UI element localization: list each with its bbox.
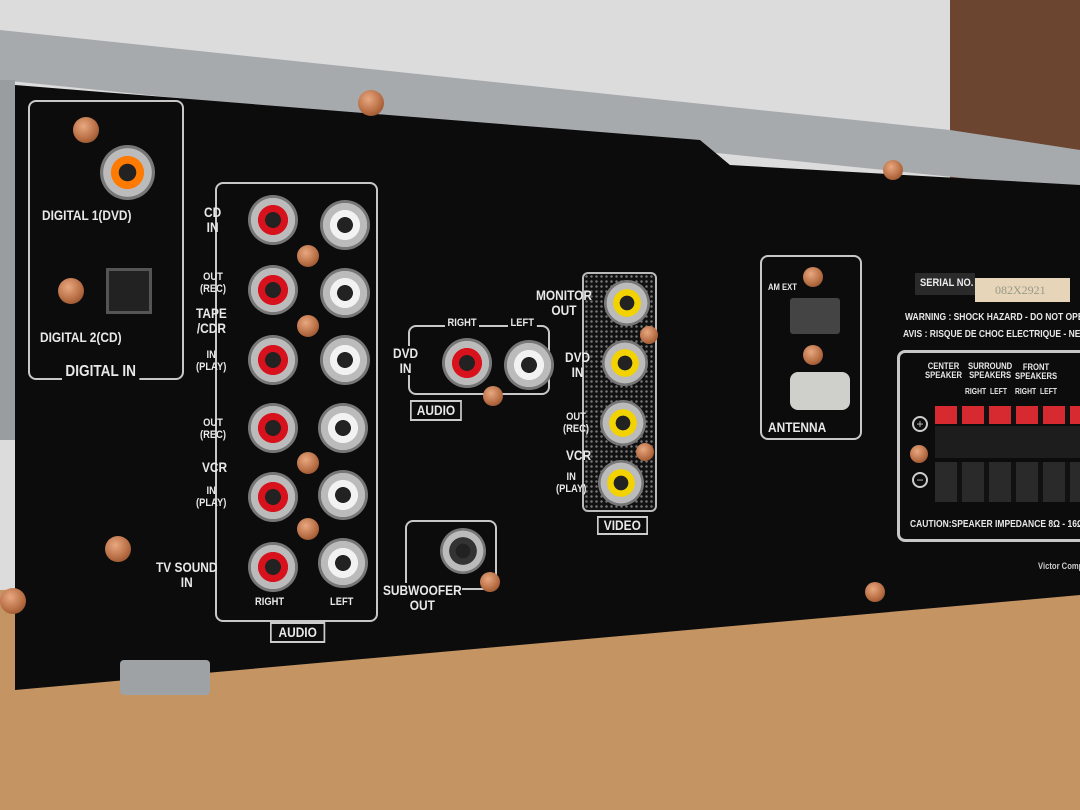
tv-left-jack[interactable] bbox=[318, 538, 368, 588]
coax-digital-jack[interactable] bbox=[100, 145, 155, 200]
video-out-label: OUT (REC) bbox=[563, 411, 589, 435]
left-label: LEFT bbox=[330, 596, 354, 608]
impedance-caution: CAUTION:SPEAKER IMPEDANCE 8Ω - 16Ω bbox=[910, 519, 1080, 530]
tape-label: TAPE /CDR bbox=[196, 305, 227, 336]
monitor-out-jack[interactable] bbox=[604, 280, 650, 326]
surround-left-label: LEFT bbox=[990, 387, 1007, 396]
am-terminal[interactable] bbox=[790, 298, 840, 334]
vcr-in-right-jack[interactable] bbox=[248, 472, 298, 522]
screw bbox=[0, 588, 26, 614]
screw bbox=[883, 160, 903, 180]
digital-in-title: DIGITAL IN bbox=[62, 363, 140, 381]
dvd-left-jack[interactable] bbox=[504, 340, 554, 390]
vcr-out-left-jack[interactable] bbox=[318, 403, 368, 453]
screw bbox=[483, 386, 503, 406]
dvd-in-label: DVD IN bbox=[393, 345, 419, 376]
warning-text: WARNING : SHOCK HAZARD - DO NOT OPEN bbox=[905, 312, 1080, 323]
screw bbox=[297, 452, 319, 474]
cd-in-label: CD IN bbox=[204, 204, 222, 235]
antenna-label: ANTENNA bbox=[768, 419, 827, 435]
tape-out-right-jack[interactable] bbox=[248, 265, 298, 315]
antenna-box bbox=[760, 255, 862, 440]
tv-right-jack[interactable] bbox=[248, 542, 298, 592]
cd-right-jack[interactable] bbox=[248, 195, 298, 245]
screw bbox=[865, 582, 885, 602]
surround-speakers-label: SURROUND SPEAKERS bbox=[968, 361, 1013, 381]
serial-number: 082X2921 bbox=[975, 278, 1070, 302]
serial-label: SERIAL NO. bbox=[920, 277, 974, 289]
dvd-audio-title: AUDIO bbox=[410, 400, 462, 421]
fm-antenna-jack[interactable] bbox=[790, 372, 850, 410]
tape-in-left-jack[interactable] bbox=[320, 335, 370, 385]
subwoofer-jack[interactable] bbox=[440, 528, 486, 574]
screw bbox=[58, 278, 84, 304]
video-dvd-jack[interactable] bbox=[602, 340, 648, 386]
vcr-out-right-jack[interactable] bbox=[248, 403, 298, 453]
serial-label-bg bbox=[915, 273, 975, 295]
right-label: RIGHT bbox=[255, 596, 285, 608]
video-vcr-out-jack[interactable] bbox=[600, 400, 646, 446]
vcr-in-left-jack[interactable] bbox=[318, 470, 368, 520]
monitor-out-label: MONITOR OUT bbox=[536, 287, 592, 318]
speaker-terminals-black[interactable] bbox=[935, 462, 1080, 502]
screw bbox=[803, 345, 823, 365]
dvd-left-label: LEFT bbox=[508, 317, 537, 330]
optical-digital-jack[interactable] bbox=[106, 268, 152, 314]
screw bbox=[297, 315, 319, 337]
tv-sound-label: TV SOUND IN bbox=[156, 559, 218, 590]
audio-inputs-box bbox=[215, 182, 378, 622]
video-vcr-label: VCR bbox=[566, 447, 592, 463]
screw bbox=[640, 326, 658, 344]
screw bbox=[297, 518, 319, 540]
speaker-terminals-red[interactable] bbox=[935, 406, 1080, 424]
avis-text: AVIS : RISQUE DE CHOC ELECTRIQUE - NE PA… bbox=[903, 329, 1080, 340]
cd-left-jack[interactable] bbox=[320, 200, 370, 250]
screw bbox=[636, 443, 654, 461]
front-speakers-label: FRONT SPEAKERS bbox=[1015, 362, 1058, 382]
speaker-terminals-box bbox=[897, 350, 1080, 542]
center-speaker-label: CENTER SPEAKER bbox=[925, 361, 962, 381]
dvd-right-label: RIGHT bbox=[445, 317, 480, 330]
video-in-label: IN (PLAY) bbox=[556, 471, 587, 495]
audio-title: AUDIO bbox=[270, 622, 326, 643]
tape-out-left-jack[interactable] bbox=[320, 268, 370, 318]
screw bbox=[297, 245, 319, 267]
speaker-terminal-body bbox=[935, 426, 1080, 458]
vcr-in-label: IN (PLAY) bbox=[196, 485, 227, 509]
foot bbox=[120, 660, 210, 695]
dvd-right-jack[interactable] bbox=[442, 338, 492, 388]
front-right-label: RIGHT bbox=[1015, 387, 1037, 396]
video-vcr-in-jack[interactable] bbox=[598, 460, 644, 506]
chassis-top bbox=[0, 30, 1080, 190]
subwoofer-label: SUBWOOFER OUT bbox=[383, 582, 462, 613]
screw bbox=[910, 445, 928, 463]
screw bbox=[803, 267, 823, 287]
digital-1-label: DIGITAL 1(DVD) bbox=[42, 207, 132, 223]
tape-in-label: IN (PLAY) bbox=[196, 349, 227, 373]
vcr-label: VCR bbox=[202, 459, 228, 475]
digital-2-label: DIGITAL 2(CD) bbox=[40, 329, 122, 345]
brand-text: Victor Comp bbox=[1038, 561, 1080, 571]
surround-right-label: RIGHT bbox=[965, 387, 987, 396]
screw bbox=[105, 536, 131, 562]
front-left-label: LEFT bbox=[1040, 387, 1057, 396]
tape-out-label: OUT (REC) bbox=[200, 271, 226, 295]
vcr-out-label: OUT (REC) bbox=[200, 417, 226, 441]
screw bbox=[480, 572, 500, 592]
am-ext-label: AM EXT bbox=[768, 282, 797, 292]
video-title: VIDEO bbox=[597, 516, 648, 535]
screw bbox=[73, 117, 99, 143]
video-dvd-label: DVD IN bbox=[565, 349, 591, 380]
minus-icon: − bbox=[912, 472, 928, 488]
screw bbox=[358, 90, 384, 116]
plus-icon: + bbox=[912, 416, 928, 432]
tape-in-right-jack[interactable] bbox=[248, 335, 298, 385]
